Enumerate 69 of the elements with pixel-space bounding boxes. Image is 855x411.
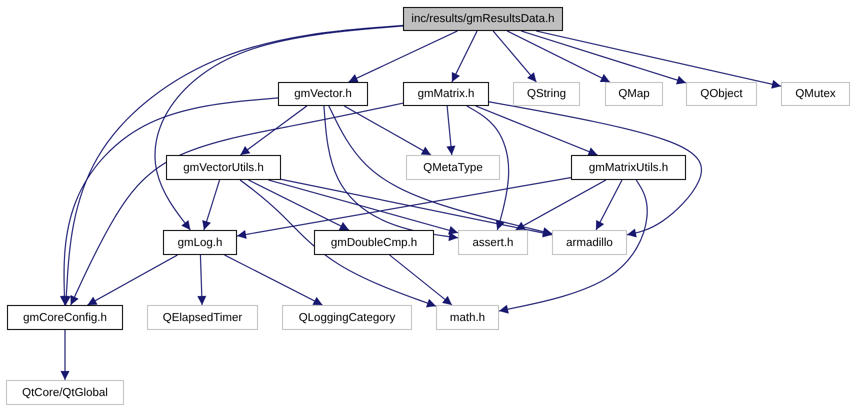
selected-file-box — [403, 7, 563, 31]
header-file-box — [403, 82, 489, 106]
file-name: gmCoreConfig.h — [23, 312, 107, 324]
file-name: gmVectorUtils.h — [183, 162, 264, 174]
file-name: armadillo — [566, 236, 613, 248]
file-name: QMutex — [795, 88, 836, 100]
file-name: assert.h — [472, 236, 514, 248]
dependency-arrow — [521, 30, 686, 84]
dependency-arrow — [240, 180, 436, 308]
external-header-box — [552, 230, 627, 255]
dependency-arrow — [488, 101, 702, 238]
dependency-arrow — [328, 106, 552, 236]
external-header-box — [458, 230, 528, 255]
file-name: QObject — [700, 88, 743, 100]
header-file-box — [571, 155, 686, 180]
dependency-arrow — [348, 30, 458, 82]
file-name: math.h — [450, 312, 486, 324]
header-file-box — [278, 82, 368, 106]
file-name: gmDoubleCmp.h — [330, 236, 418, 248]
dependency-arrow — [596, 180, 622, 230]
dependency-arrow — [87, 254, 178, 306]
external-header-box — [436, 305, 499, 330]
header-file-box — [7, 305, 123, 330]
file-name: gmLog.h — [178, 236, 222, 248]
dependency-arrow — [492, 30, 537, 82]
dependency-arrow — [202, 180, 220, 230]
external-header-box — [406, 155, 500, 180]
header-file-box — [163, 230, 237, 255]
file-name: QString — [527, 88, 566, 100]
file-name: gmVector.h — [294, 88, 352, 100]
header-file-box — [314, 230, 434, 255]
dependency-arrow — [466, 106, 510, 230]
external-header-box — [6, 380, 124, 405]
dependency-arrow — [268, 179, 458, 235]
dependency-arrow — [154, 25, 404, 230]
dependency-arrow — [197, 254, 206, 306]
dependency-arrow — [248, 180, 350, 230]
file-name: QLoggingCategory — [298, 312, 396, 324]
external-header-box — [781, 82, 850, 106]
file-name: QElapsedTimer — [162, 312, 242, 324]
dependency-arrow — [506, 30, 610, 82]
dependency-arrow — [323, 106, 458, 242]
file-name: QtCore/QtGlobal — [22, 386, 108, 398]
dependency-arrow — [476, 105, 598, 156]
dependency-arrow — [536, 30, 782, 89]
dependency-arrow — [515, 180, 606, 230]
dependency-arrow — [240, 106, 308, 156]
dependency-arrow — [451, 30, 478, 82]
dependency-arrow — [498, 180, 648, 314]
dependency-arrow — [344, 106, 432, 156]
dependency-arrow — [60, 330, 70, 380]
dependency-arrow — [389, 254, 452, 306]
external-header-box — [513, 82, 580, 106]
external-header-box — [686, 82, 757, 106]
file-name: gmMatrixUtils.h — [588, 162, 668, 174]
external-header-box — [605, 82, 663, 106]
dependency-arrow — [446, 106, 456, 156]
file-name: inc/results/gmResultsData.h — [411, 13, 555, 25]
dependency-arrow — [236, 177, 572, 239]
external-header-box — [282, 305, 412, 330]
header-file-box — [166, 155, 281, 180]
dependency-arrow — [224, 254, 323, 306]
file-name: gmMatrix.h — [418, 88, 474, 100]
file-name: QMetaType — [423, 162, 483, 174]
dependency-arrow — [70, 102, 404, 306]
file-name: QMap — [618, 88, 650, 100]
dependency-arrow — [280, 178, 552, 238]
dependency-arrow — [60, 97, 278, 306]
external-header-box — [147, 305, 258, 330]
